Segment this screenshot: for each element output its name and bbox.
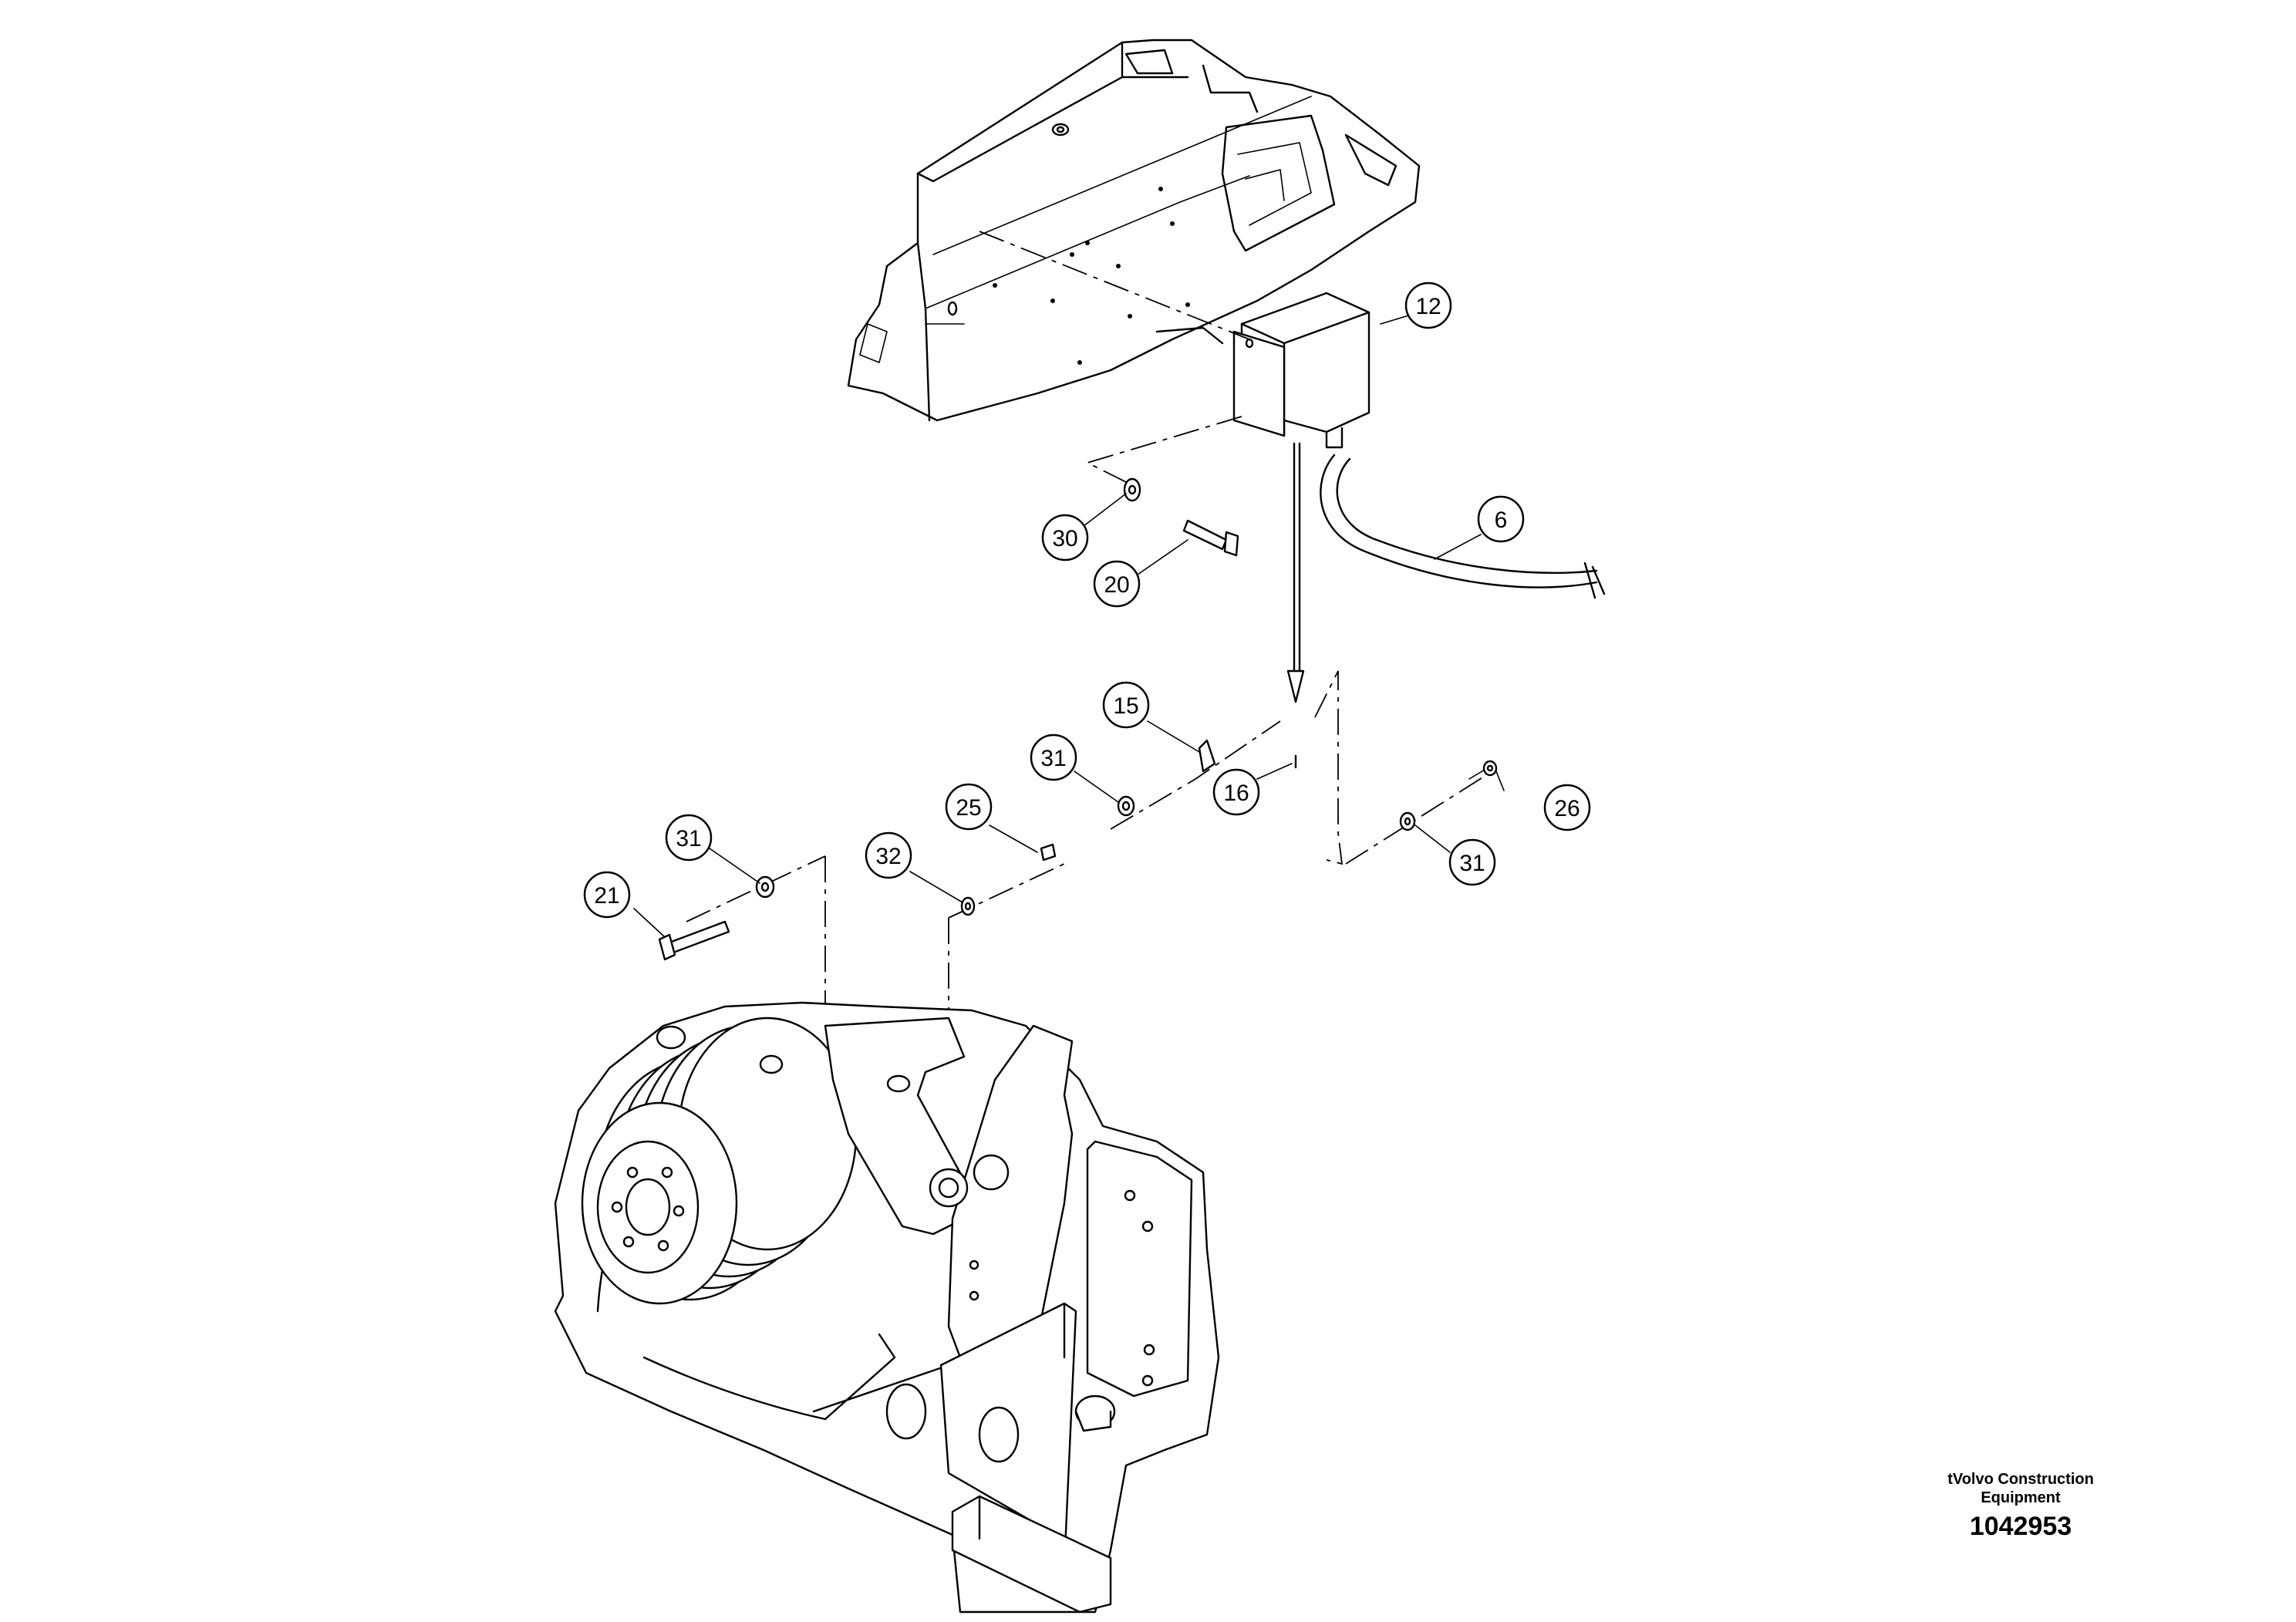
callout-6: 6 [1477, 495, 1525, 543]
callout-label: 20 [1104, 572, 1129, 598]
cable-drawing [1320, 454, 1606, 599]
sensor-box-drawing [1232, 292, 1371, 703]
upper-frame-drawing [847, 39, 1421, 422]
callout-32: 32 [865, 831, 912, 879]
company-line-1: tVolvo Construction [1947, 1471, 2094, 1488]
callout-21: 21 [583, 871, 631, 919]
callout-label: 31 [676, 826, 701, 851]
callout-label: 31 [1459, 851, 1485, 876]
callout-label: 12 [1415, 294, 1441, 319]
callout-26: 26 [1543, 784, 1591, 831]
hardware-drawing [658, 477, 1498, 961]
callout-label: 25 [956, 795, 981, 821]
callout-12: 12 [1404, 282, 1452, 329]
drawing-number: 1042953 [1969, 1512, 2072, 1541]
callout-25: 25 [945, 783, 993, 831]
callout-label: 30 [1052, 526, 1077, 551]
callout-label: 32 [875, 844, 901, 869]
callout-label: 16 [1223, 781, 1249, 806]
lower-assembly-drawing [554, 1001, 1220, 1614]
callout-31-left: 31 [665, 814, 713, 862]
callout-label: 31 [1040, 746, 1066, 771]
callout-label: 15 [1113, 693, 1138, 719]
callout-20: 20 [1093, 560, 1141, 608]
callout-30: 30 [1041, 514, 1089, 561]
callout-15: 15 [1102, 681, 1150, 729]
company-line-2: Equipment [1981, 1489, 2061, 1506]
company-caption: tVolvo Construction Equipment [1905, 1470, 2136, 1507]
callout-label: 26 [1554, 796, 1580, 821]
callout-label: 21 [594, 883, 619, 909]
leader-lines [633, 314, 1505, 938]
callout-31-right: 31 [1448, 838, 1496, 886]
callout-31-upper: 31 [1030, 733, 1077, 781]
callout-label: 6 [1495, 508, 1508, 533]
callout-16: 16 [1212, 768, 1260, 816]
